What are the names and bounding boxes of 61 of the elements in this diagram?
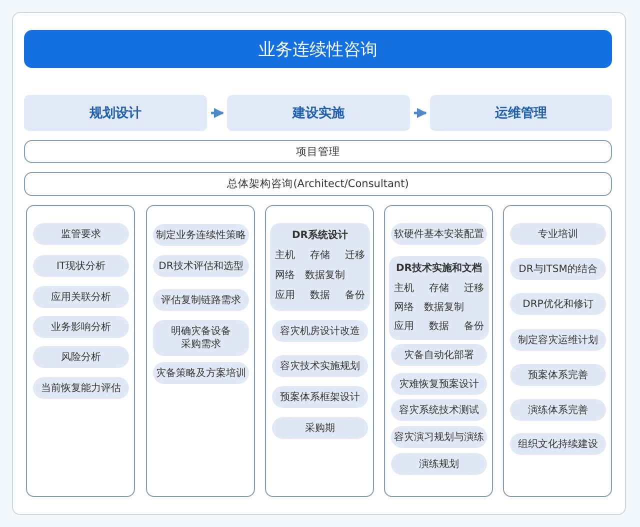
task-pill: 演练体系完善 xyxy=(510,399,606,421)
task-pill: 容灾演习规划与演练 xyxy=(391,426,487,448)
item-label: 主机 xyxy=(275,248,295,262)
task-pill: 应用关联分析 xyxy=(33,286,129,308)
group-card xyxy=(389,256,489,340)
phase-box: 规划设计 xyxy=(24,95,207,131)
item-label: 数据 xyxy=(310,289,330,302)
task-pill: DRP优化和修订 xyxy=(510,293,606,315)
task-pill: 制定容灾运维计划 xyxy=(510,329,606,351)
item-label: 主机 xyxy=(394,282,414,294)
task-pill: 容灾技术实施规划 xyxy=(272,355,368,377)
task-pill: 业务影响分析 xyxy=(33,316,129,338)
column-panel xyxy=(26,205,135,497)
task-pill: 灾备自动化部署 xyxy=(391,344,487,366)
task-pill: 专业培训 xyxy=(510,223,606,245)
item-label: 数据复制 xyxy=(424,300,464,314)
column-panel xyxy=(503,205,612,497)
task-pill: 容灾机房设计改造 xyxy=(272,320,368,342)
band-bar: 总体架构咨询(Architect/Consultant) xyxy=(24,172,612,196)
task-pill: 组织文化持续建设 xyxy=(510,433,606,455)
item-label: 数据复制 xyxy=(305,268,345,282)
task-pill: 当前恢复能力评估 xyxy=(33,377,129,399)
group-heading: DR系统设计 xyxy=(292,228,348,242)
task-pill: 风险分析 xyxy=(33,346,129,368)
item-label: 网络 xyxy=(394,300,414,314)
item-label: 备份 xyxy=(464,320,484,332)
task-pill: DR技术评估和选型 xyxy=(153,255,249,277)
task-pill: 监管要求 xyxy=(33,223,129,245)
arrow xyxy=(211,108,224,118)
item-label: 迁移 xyxy=(464,282,484,294)
item-label: 网络 xyxy=(275,269,295,282)
task-pill: 软硬件基本安装配置 xyxy=(391,223,487,245)
item-label: 应用 xyxy=(394,320,414,332)
arrow xyxy=(414,108,427,118)
title-banner: 业务连续性咨询 xyxy=(24,30,612,68)
phase-box: 建设实施 xyxy=(227,95,410,131)
task-pill: 评估复制链路需求 xyxy=(153,289,249,311)
task-pill: DR与ITSM的结合 xyxy=(510,258,606,280)
phase-box: 运维管理 xyxy=(430,95,612,131)
item-label: 迁移 xyxy=(345,248,365,262)
task-pill: 采购期 xyxy=(272,417,368,439)
item-label: 存储 xyxy=(429,282,449,294)
task-pill: IT现状分析 xyxy=(33,255,129,277)
group-card xyxy=(270,223,370,311)
task-pill: 灾难恢复预案设计 xyxy=(391,373,487,395)
column-panel xyxy=(384,205,493,497)
column-panel xyxy=(146,205,255,497)
task-pill: 制定业务连续性策略 xyxy=(153,224,249,246)
column-panel xyxy=(265,205,374,497)
task-pill: 预案体系完善 xyxy=(510,364,606,386)
task-pill: 明确灾备设备采购需求 xyxy=(153,320,249,356)
task-pill: 容灾系统技术测试 xyxy=(391,399,487,421)
item-label: 存储 xyxy=(310,248,330,262)
item-label: 数据 xyxy=(429,320,449,332)
item-label: 备份 xyxy=(345,289,365,302)
group-heading: DR技术实施和文档 xyxy=(396,261,482,275)
band-bar: 项目管理 xyxy=(24,140,612,163)
item-label: 应用 xyxy=(275,288,295,302)
task-pill: 演练规划 xyxy=(391,453,487,475)
task-pill: 灾备策略及方案培训 xyxy=(153,362,249,384)
task-pill: 预案体系框架设计 xyxy=(272,386,368,408)
